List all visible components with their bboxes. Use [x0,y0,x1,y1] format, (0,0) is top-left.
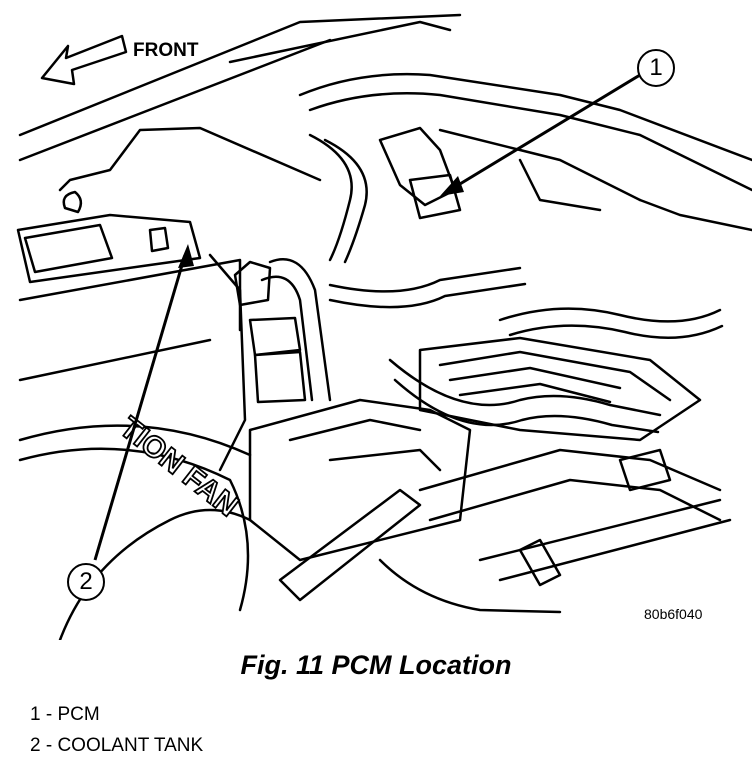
legend-item-coolant-tank: 2 - COOLANT TANK [30,735,204,756]
callout-2-number: 2 [79,568,93,595]
legend: 1 - PCM 2 - COOLANT TANK [30,699,203,761]
leader-arrowhead-1 [440,176,464,196]
callout-1-number: 1 [649,54,663,81]
figure-caption: Fig. 11 PCM Location [240,650,512,680]
drawing-code: 80b6f040 [644,606,703,622]
leader-line-1 [449,73,641,192]
front-direction-label: FRONT [133,40,199,61]
callout-1: 1 [637,49,675,87]
callout-2: 2 [67,563,105,601]
legend-item-pcm: 1 - PCM [30,704,100,725]
leader-arrowhead-2 [178,244,194,268]
engine-compartment-drawing: TION FAN [16,13,752,640]
front-arrow-icon [40,34,128,86]
leader-line-2 [93,254,187,561]
